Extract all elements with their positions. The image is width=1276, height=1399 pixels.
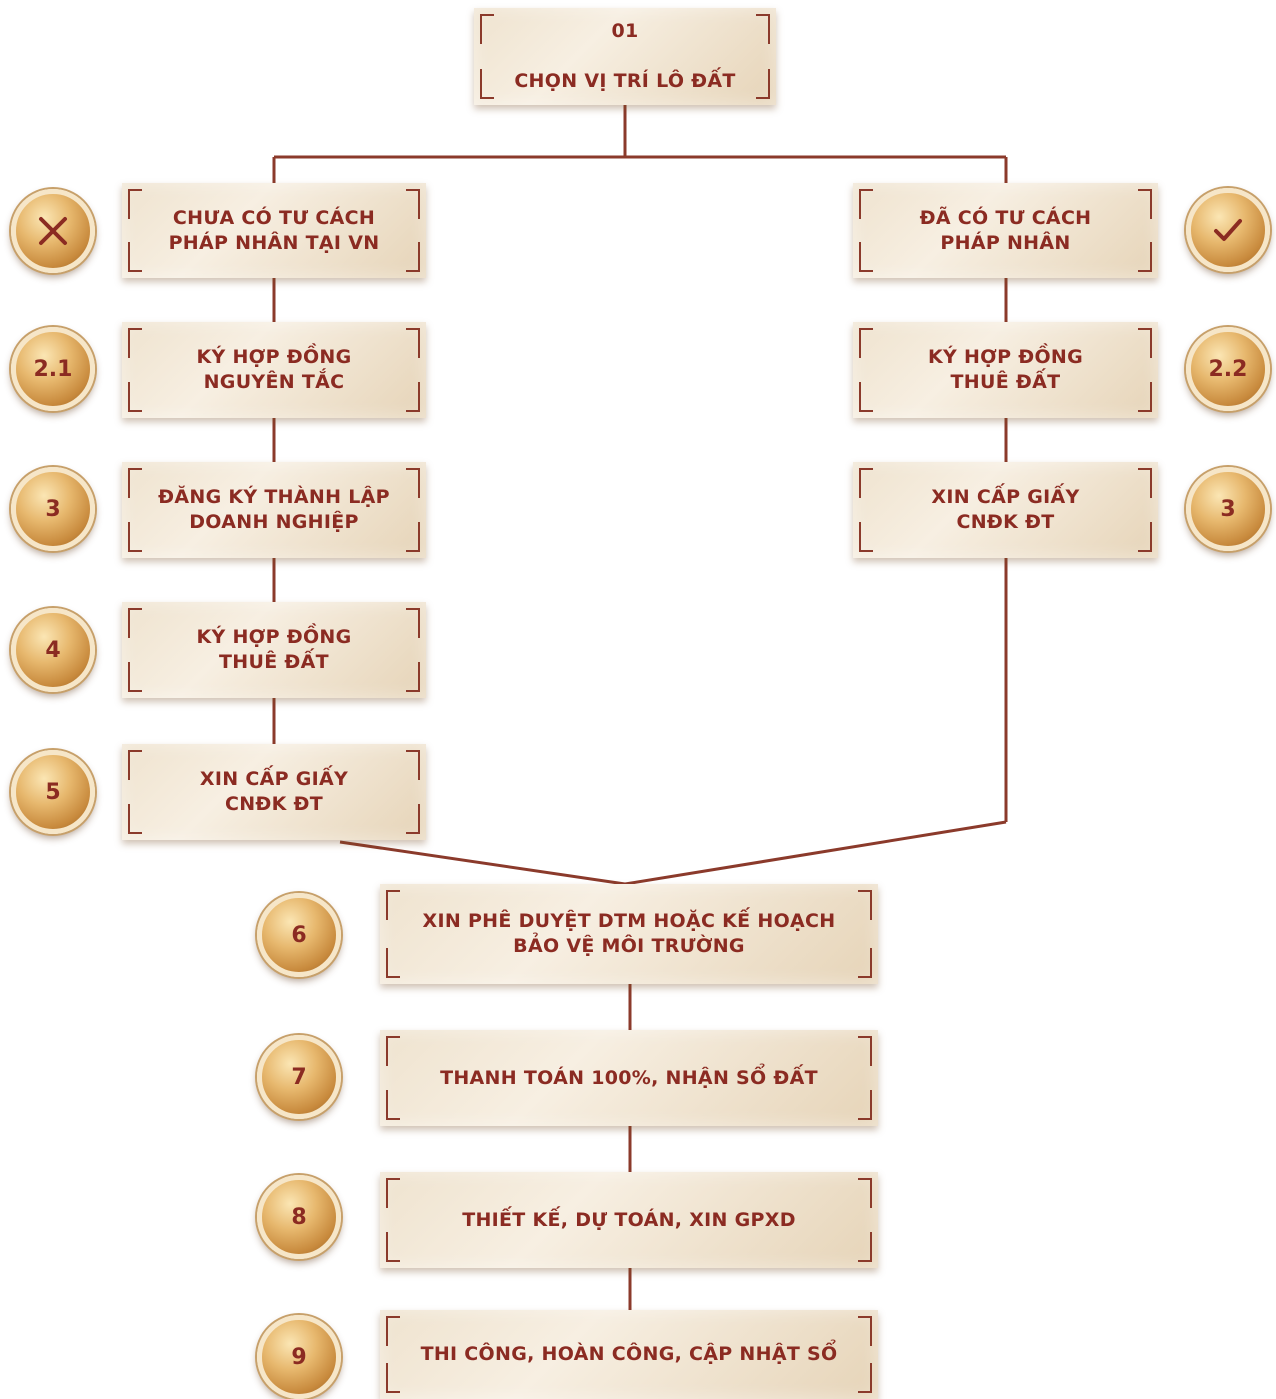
step-label: KÝ HỢP ĐỒNG NGUYÊN TẮC xyxy=(196,346,352,393)
step-badge: 4 xyxy=(11,608,95,692)
step-badge: 2.2 xyxy=(1186,327,1270,411)
connector-merge-left xyxy=(339,840,626,886)
step-badge-number: 7 xyxy=(291,1064,307,1090)
step-badge: 9 xyxy=(257,1315,341,1399)
connector-merge-right xyxy=(624,820,1007,886)
check-icon xyxy=(1214,219,1242,241)
step-label: CHƯA CÓ TƯ CÁCH PHÁP NHÂN TẠI VN xyxy=(168,206,380,254)
step-label: THI CÔNG, HOÀN CÔNG, CẬP NHẬT SỔ xyxy=(420,1343,838,1365)
step-label: ĐÃ CÓ TƯ CÁCH PHÁP NHÂN xyxy=(919,206,1092,254)
left-step-no-legal-entity: CHƯA CÓ TƯ CÁCH PHÁP NHÂN TẠI VN xyxy=(122,183,426,278)
step-choose-location: 01 CHỌN VỊ TRÍ LÔ ĐẤT xyxy=(474,8,776,105)
step-badge-number: 9 xyxy=(291,1344,307,1370)
step-label: CHỌN VỊ TRÍ LÔ ĐẤT xyxy=(514,70,736,92)
left-step-investment-certificate: XIN CẤP GIẤY CNĐK ĐT xyxy=(122,744,426,840)
step-badge: 3 xyxy=(11,467,95,551)
step-label: XIN CẤP GIẤY CNĐK ĐT xyxy=(931,486,1080,533)
step-badge: 2.1 xyxy=(11,327,95,411)
step-badge-number: 6 xyxy=(291,922,307,948)
left-step-principle-contract: KÝ HỢP ĐỒNG NGUYÊN TẮC xyxy=(122,322,426,418)
step-label: THIẾT KẾ, DỰ TOÁN, XIN GPXD xyxy=(462,1208,796,1231)
step-badge-number: 2.2 xyxy=(1208,356,1248,382)
step-label: KÝ HỢP ĐỒNG THUÊ ĐẤT xyxy=(196,626,352,673)
step-label: KÝ HỢP ĐỒNG THUÊ ĐẤT xyxy=(927,346,1083,393)
step-badge-number: 3 xyxy=(45,496,61,522)
step-badge-number: 3 xyxy=(1220,496,1236,522)
step-environment-approval: XIN PHÊ DUYỆT DTM HOẶC KẾ HOẠCH BẢO VỆ M… xyxy=(380,884,878,984)
left-step-land-lease-contract: KÝ HỢP ĐỒNG THUÊ ĐẤT xyxy=(122,602,426,698)
x-badge xyxy=(11,189,95,273)
step-badge: 3 xyxy=(1186,467,1270,551)
step-badge: 7 xyxy=(257,1035,341,1119)
step-number: 01 xyxy=(611,20,639,42)
step-construction-completion: THI CÔNG, HOÀN CÔNG, CẬP NHẬT SỔ xyxy=(380,1310,878,1399)
step-label: ĐĂNG KÝ THÀNH LẬP DOANH NGHIỆP xyxy=(158,486,390,533)
step-badge-number: 2.1 xyxy=(33,356,73,382)
check-badge xyxy=(1186,188,1270,272)
right-step-has-legal-entity: ĐÃ CÓ TƯ CÁCH PHÁP NHÂN xyxy=(853,183,1158,278)
right-step-land-lease-contract: KÝ HỢP ĐỒNG THUÊ ĐẤT xyxy=(853,322,1158,418)
x-icon xyxy=(39,217,67,245)
step-badge-number: 8 xyxy=(291,1204,307,1230)
step-badge: 8 xyxy=(257,1175,341,1259)
step-badge: 5 xyxy=(11,750,95,834)
step-label: XIN PHÊ DUYỆT DTM HOẶC KẾ HOẠCH BẢO VỆ M… xyxy=(422,910,836,957)
step-design-permit: THIẾT KẾ, DỰ TOÁN, XIN GPXD xyxy=(380,1172,878,1268)
step-badge-number: 5 xyxy=(45,779,61,805)
right-step-investment-certificate: XIN CẤP GIẤY CNĐK ĐT xyxy=(853,462,1158,558)
step-badge-number: 4 xyxy=(45,637,61,663)
step-payment-land-title: THANH TOÁN 100%, NHẬN SỔ ĐẤT xyxy=(380,1030,878,1126)
step-label: THANH TOÁN 100%, NHẬN SỔ ĐẤT xyxy=(440,1066,818,1089)
left-step-register-company: ĐĂNG KÝ THÀNH LẬP DOANH NGHIỆP xyxy=(122,462,426,558)
step-badge: 6 xyxy=(257,893,341,977)
step-label: XIN CẤP GIẤY CNĐK ĐT xyxy=(199,768,349,815)
